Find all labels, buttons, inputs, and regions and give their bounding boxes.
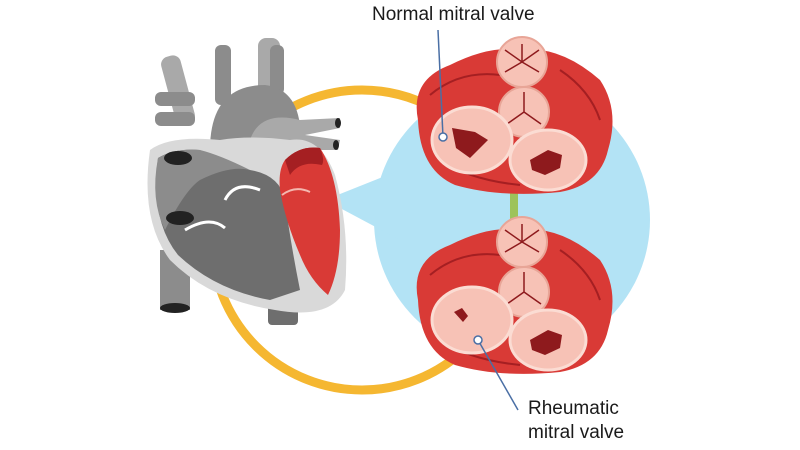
heart-icon	[147, 38, 347, 325]
rheumatic-valve-illustration	[416, 216, 613, 374]
rheumatic-label-line1: Rheumatic	[528, 398, 619, 419]
rheumatic-valve-marker	[473, 335, 483, 345]
normal-valve-illustration	[416, 36, 613, 194]
rheumatic-valve-label: Rheumatic mitral valve	[528, 397, 624, 445]
normal-valve-marker	[438, 132, 448, 142]
valve-connector	[510, 190, 518, 230]
callout-pointer	[325, 170, 400, 240]
normal-valve-leader-line	[437, 29, 444, 138]
rheumatic-label-line2: mitral valve	[528, 422, 625, 443]
normal-valve-label: Normal mitral valve	[372, 4, 535, 25]
rheumatic-valve-leader-line	[477, 339, 519, 411]
